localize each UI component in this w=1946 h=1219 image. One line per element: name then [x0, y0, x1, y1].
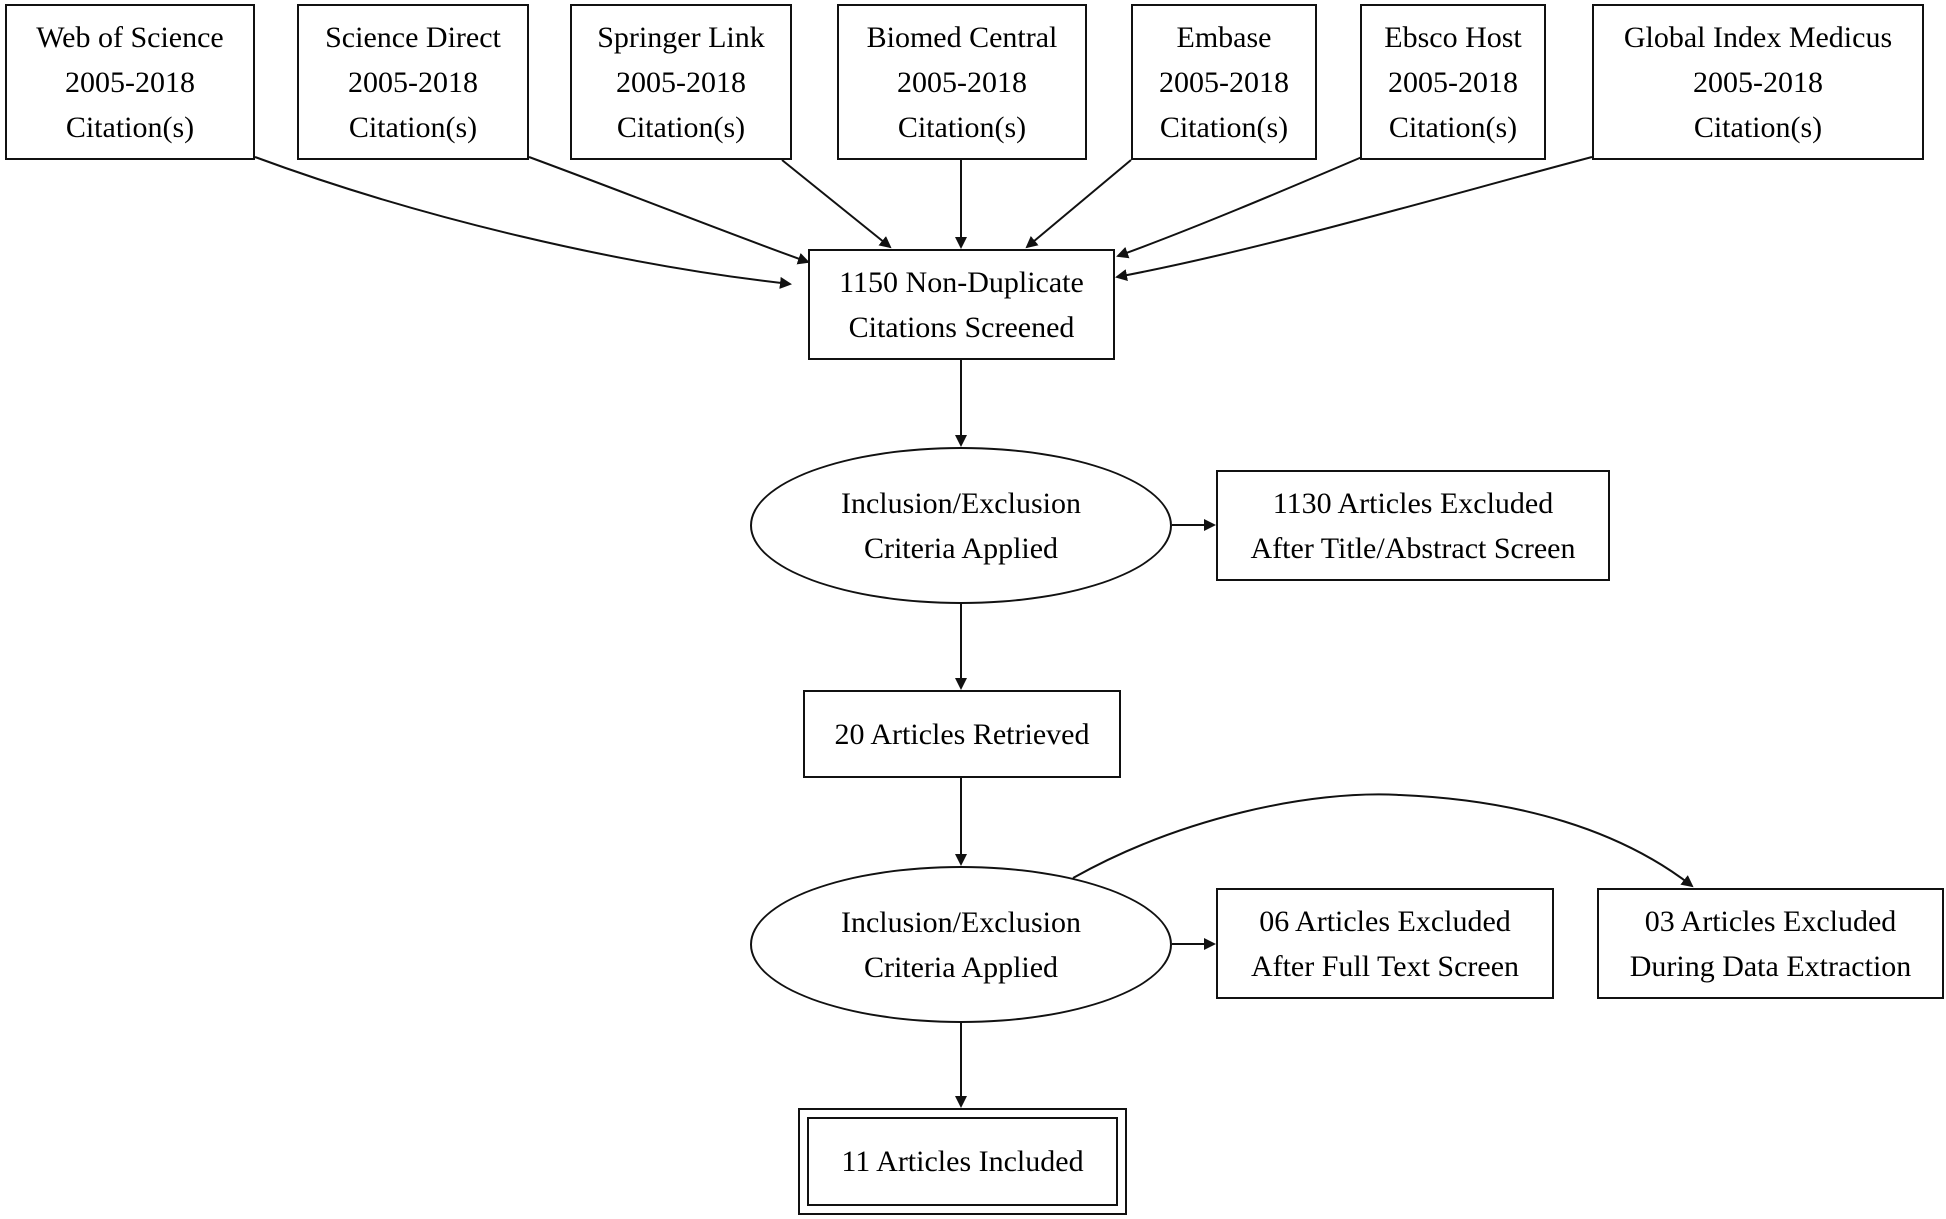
edge-embase-to-screened — [1025, 159, 1132, 249]
excluded-3-line-1: 03 Articles Excluded — [1644, 904, 1897, 938]
source-citations-label: Citation(s) — [1159, 110, 1289, 144]
source-science-direct: Science Direct 2005-2018 Citation(s) — [297, 4, 529, 160]
excluded-1-line-1: 1130 Articles Excluded — [1272, 486, 1554, 520]
source-period: 2005-2018 — [65, 65, 195, 99]
screened-citations-box: 1150 Non-Duplicate Citations Screened — [808, 249, 1115, 360]
source-period: 2005-2018 — [897, 65, 1027, 99]
source-period: 2005-2018 — [348, 65, 478, 99]
edge-ebsco-host-to-screened — [1116, 156, 1363, 259]
excluded-1-line-2: After Title/Abstract Screen — [1250, 531, 1576, 565]
source-name: Ebsco Host — [1384, 20, 1522, 54]
source-citations-label: Citation(s) — [897, 110, 1027, 144]
source-period: 2005-2018 — [1693, 65, 1823, 99]
source-name: Science Direct — [325, 20, 501, 54]
edge-web-of-science-to-screened — [254, 156, 792, 289]
source-period: 2005-2018 — [1159, 65, 1289, 99]
source-embase: Embase 2005-2018 Citation(s) — [1131, 4, 1317, 160]
excluded-2-line-2: After Full Text Screen — [1250, 949, 1520, 983]
source-citations-label: Citation(s) — [1693, 110, 1823, 144]
source-global-index-medicus: Global Index Medicus 2005-2018 Citation(… — [1592, 4, 1924, 160]
source-name: Global Index Medicus — [1623, 20, 1893, 54]
articles-included-box: 11 Articles Included — [798, 1108, 1127, 1215]
source-ebsco-host: Ebsco Host 2005-2018 Citation(s) — [1360, 4, 1546, 160]
source-name: Biomed Central — [866, 20, 1058, 54]
edge-science-direct-to-screened — [528, 156, 810, 265]
excluded-data-extraction-box: 03 Articles Excluded During Data Extract… — [1597, 888, 1944, 999]
source-web-of-science: Web of Science 2005-2018 Citation(s) — [5, 4, 255, 160]
source-name: Springer Link — [597, 20, 765, 54]
criteria-2-line-2: Criteria Applied — [863, 950, 1059, 984]
criteria-1-line-1: Inclusion/Exclusion — [841, 486, 1081, 520]
excluded-2-line-1: 06 Articles Excluded — [1259, 904, 1511, 938]
source-springer-link: Springer Link 2005-2018 Citation(s) — [570, 4, 792, 160]
edge-springer-link-to-screened — [781, 159, 892, 249]
source-citations-label: Citation(s) — [65, 110, 195, 144]
edge-global-index-medicus-to-screened — [1115, 156, 1593, 282]
source-citations-label: Citation(s) — [616, 110, 746, 144]
excluded-full-text-box: 06 Articles Excluded After Full Text Scr… — [1216, 888, 1554, 999]
criteria-2-line-1: Inclusion/Exclusion — [841, 905, 1081, 939]
screened-line-2: Citations Screened — [848, 310, 1075, 344]
retrieved-line-1: 20 Articles Retrieved — [834, 717, 1090, 751]
criteria-1-line-2: Criteria Applied — [863, 531, 1059, 565]
edge-criteria-2-to-excluded-3 — [1072, 793, 1694, 888]
articles-retrieved-box: 20 Articles Retrieved — [803, 690, 1121, 778]
source-period: 2005-2018 — [1388, 65, 1518, 99]
criteria-applied-ellipse-2: Inclusion/Exclusion Criteria Applied — [750, 866, 1172, 1023]
source-citations-label: Citation(s) — [1388, 110, 1518, 144]
criteria-applied-ellipse-1: Inclusion/Exclusion Criteria Applied — [750, 447, 1172, 604]
screened-line-1: 1150 Non-Duplicate — [839, 265, 1084, 299]
source-period: 2005-2018 — [616, 65, 746, 99]
excluded-title-abstract-box: 1130 Articles Excluded After Title/Abstr… — [1216, 470, 1610, 581]
source-name: Embase — [1176, 20, 1272, 54]
source-citations-label: Citation(s) — [348, 110, 478, 144]
source-name: Web of Science — [36, 20, 224, 54]
excluded-3-line-2: During Data Extraction — [1629, 949, 1912, 983]
source-biomed-central: Biomed Central 2005-2018 Citation(s) — [837, 4, 1087, 160]
double-border-inner — [807, 1117, 1118, 1206]
included-line-1: 11 Articles Included — [841, 1145, 1084, 1178]
